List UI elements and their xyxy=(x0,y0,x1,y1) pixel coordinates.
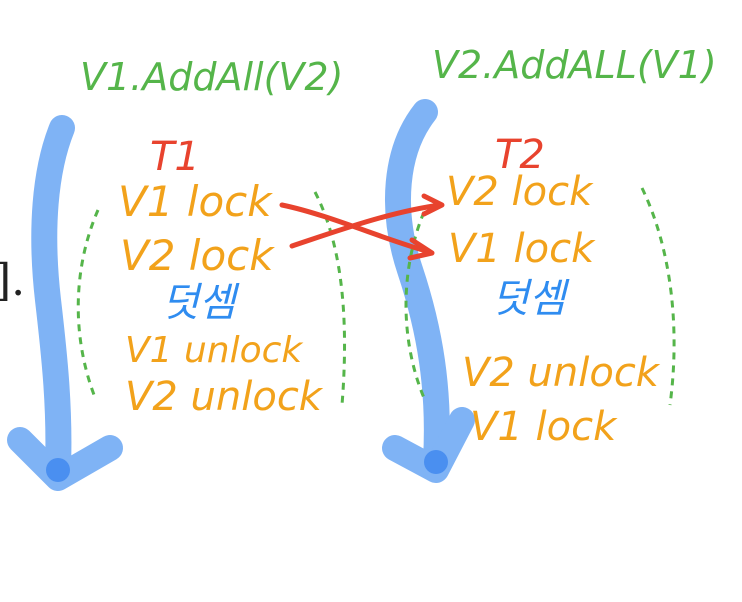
left-close-bracket-icon xyxy=(313,191,347,406)
left-step-3: V1 unlock xyxy=(125,330,304,371)
left-title: V1.AddAll(V2) xyxy=(80,55,343,99)
right-step-1: V2 lock xyxy=(446,169,594,215)
right-step-3: V2 unlock xyxy=(462,350,661,396)
right-down-arrow-icon xyxy=(382,99,475,483)
right-close-bracket-icon xyxy=(640,187,676,406)
left-thread-label: T1 xyxy=(150,134,200,180)
left-down-arrow-icon xyxy=(7,115,123,491)
edge-fragment: ]. xyxy=(0,255,25,306)
left-step-4: V2 unlock xyxy=(125,374,324,420)
right-step-2: V1 lock xyxy=(448,226,596,272)
right-step-4: V1 lock xyxy=(470,404,618,450)
cross-arrow-icon xyxy=(279,193,445,261)
right-body: 덧셈 xyxy=(492,276,570,322)
left-open-bracket-icon xyxy=(76,209,100,401)
left-body: 덧셈 xyxy=(162,280,240,326)
left-step-1: V1 lock xyxy=(118,177,273,226)
right-title: V2.AddALL(V1) xyxy=(432,43,717,87)
right-open-bracket-icon xyxy=(404,211,426,399)
right-thread-label: T2 xyxy=(495,132,545,178)
left-step-2: V2 lock xyxy=(120,231,275,280)
